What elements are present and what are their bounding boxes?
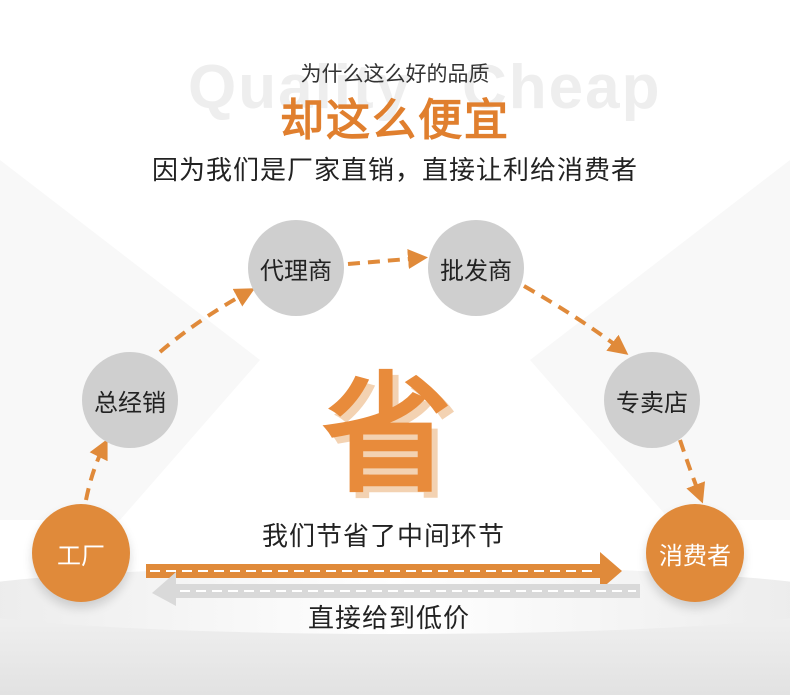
node-distributor: 总经销 (82, 352, 178, 448)
arrow-left-to-factory (152, 572, 640, 606)
node-factory: 工厂 (32, 504, 130, 602)
node-agent-label: 代理商 (260, 256, 332, 285)
node-retailer-label: 专卖店 (616, 388, 688, 417)
node-consumer: 消费者 (646, 504, 744, 602)
subtitle: 为什么这么好的品质 (300, 62, 490, 86)
arrow-wholesaler-to-retailer (523, 284, 629, 355)
slogan: 因为我们是厂家直销，直接让利给消费者 (151, 156, 638, 186)
watermark-left: Quality (188, 53, 413, 122)
center-character: 省 (322, 359, 453, 511)
arrow-top-label: 我们节省了中间环节 (262, 522, 506, 552)
arrow-bottom-label: 直接给到低价 (308, 604, 471, 634)
arrow-distributor-to-agent (158, 288, 256, 354)
node-factory-label: 工厂 (57, 541, 105, 570)
arrow-retailer-to-consumer (678, 439, 706, 504)
arrow-factory-to-distributor (84, 438, 108, 501)
node-retailer: 专卖店 (604, 352, 700, 448)
page-title: 却这么便宜 (280, 95, 510, 146)
watermark-right: Cheap (462, 53, 662, 122)
node-agent: 代理商 (248, 220, 344, 316)
node-distributor-label: 总经销 (94, 388, 166, 417)
node-wholesaler-label: 批发商 (440, 256, 512, 285)
node-consumer-label: 消费者 (659, 541, 731, 570)
arrow-agent-to-wholesaler (347, 249, 428, 269)
node-wholesaler: 批发商 (428, 220, 524, 316)
